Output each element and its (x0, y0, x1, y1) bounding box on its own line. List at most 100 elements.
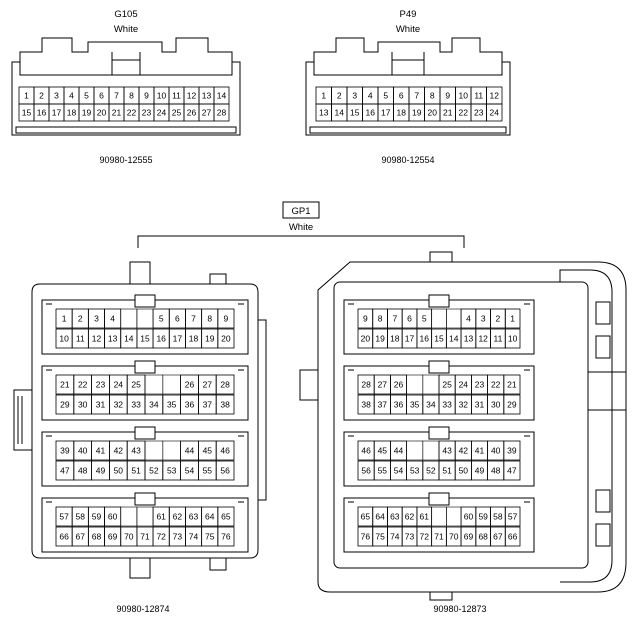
pin-cell: 54 (180, 460, 199, 481)
pin-outline (215, 394, 235, 415)
pin-cell: 22 (455, 103, 472, 122)
connector-gp1-right-part-number: 90980-12873 (433, 604, 486, 614)
pin-cell: 7 (185, 308, 203, 329)
pin-number: 27 (202, 108, 212, 118)
pin-cell: 25 (438, 374, 456, 395)
pin-cell: 16 (416, 328, 433, 349)
pin-cell: 30 (73, 394, 93, 415)
pin-bay-key (134, 492, 156, 506)
pin-cell: 50 (109, 460, 128, 481)
blank-cell-outline (162, 440, 181, 461)
pin-number: 14 (217, 91, 227, 101)
pin-cell: 70 (120, 526, 138, 547)
pin-number: 13 (108, 334, 118, 344)
pin-number: 59 (92, 512, 102, 522)
pin-cell: 42 (109, 440, 128, 461)
pin-cell: 24 (153, 103, 170, 122)
connector-gp1-right-lever (559, 269, 613, 583)
blank-cell-outline (120, 506, 138, 527)
pin-cell: 27 (198, 103, 215, 122)
pin-cell: 17 (401, 328, 418, 349)
pin-number: 75 (205, 532, 215, 542)
pin-number: 4 (69, 91, 74, 101)
pin-number: 30 (491, 400, 501, 410)
pin-number: 71 (140, 532, 150, 542)
pin-cell: 68 (475, 526, 491, 547)
connector-p49-housing (305, 37, 511, 136)
pin-number: 34 (426, 400, 436, 410)
blank-cell-outline (144, 440, 164, 461)
pin-cell: 15 (136, 328, 154, 349)
pin-number: 27 (378, 380, 388, 390)
pin-cell: 4 (63, 86, 80, 105)
pin-outline (504, 526, 521, 547)
pin-outline (504, 308, 521, 329)
pin-number: 6 (407, 314, 412, 324)
pin-number: 66 (508, 532, 518, 542)
pin-cell: 18 (387, 328, 403, 349)
connector-gp1-left-side-rail (258, 319, 267, 501)
pin-number: 41 (475, 446, 485, 456)
pin-cell: 58 (490, 506, 506, 527)
pin-number: 37 (378, 400, 388, 410)
blank-cell-outline (162, 374, 181, 395)
pin-cell: 18 (393, 103, 410, 122)
pin-bay-key (134, 360, 156, 374)
pin-number: 67 (493, 532, 503, 542)
pin-cell: 20 (93, 103, 110, 122)
pin-cell: 51 (438, 460, 456, 481)
pin-number: 17 (381, 108, 391, 118)
connector-gp1-right-latches (429, 251, 453, 601)
blank-cell-outline (406, 440, 424, 461)
pin-number: 25 (131, 380, 141, 390)
pin-number: 49 (96, 466, 106, 476)
pin-number: 64 (205, 512, 215, 522)
pin-cell: 55 (373, 460, 391, 481)
pin-cell: 17 (48, 103, 65, 122)
pin-number: 1 (62, 314, 67, 324)
connector-gp1-right-window-2 (595, 335, 611, 359)
pin-cell: 74 (387, 526, 403, 547)
pin-number: 11 (76, 334, 85, 344)
pin-cell: 9 (439, 86, 456, 105)
connector-p49-shroud (313, 62, 503, 76)
pin-cell: 54 (389, 460, 407, 481)
pin-cell: 12 (486, 86, 503, 105)
pin-number: 26 (394, 380, 404, 390)
pin-number: 25 (442, 380, 452, 390)
pin-cell: 16 (152, 328, 170, 349)
pin-cell: 37 (197, 394, 217, 415)
pin-outline (504, 328, 521, 349)
pin-number: 27 (203, 380, 213, 390)
pin-cell: 57 (504, 506, 521, 527)
blank-cell (431, 506, 447, 527)
blank-cell-outline (136, 308, 154, 329)
pin-bay-key (134, 294, 156, 308)
pin-number: 3 (54, 91, 59, 101)
pin-cell: 26 (180, 374, 199, 395)
connector-g105-base (15, 126, 237, 134)
pin-number: 9 (363, 314, 368, 324)
blank-cell (422, 374, 440, 395)
pin-cell: 57 (55, 506, 73, 527)
pin-number: 8 (430, 91, 435, 101)
pin-cell: 24 (109, 374, 128, 395)
pin-cell: 71 (431, 526, 447, 547)
blank-cell-outline (422, 374, 440, 395)
pin-cell: 53 (406, 460, 424, 481)
pin-number: 21 (507, 380, 517, 390)
connector-gp1-right-outer-housing (317, 261, 627, 593)
pin-outline (503, 440, 521, 461)
pin-bay-key (428, 426, 450, 440)
pin-number: 33 (131, 400, 141, 410)
pin-number: 28 (220, 380, 230, 390)
pin-cell: 28 (357, 374, 375, 395)
pin-cell: 61 (152, 506, 170, 527)
pin-cell: 34 (422, 394, 440, 415)
